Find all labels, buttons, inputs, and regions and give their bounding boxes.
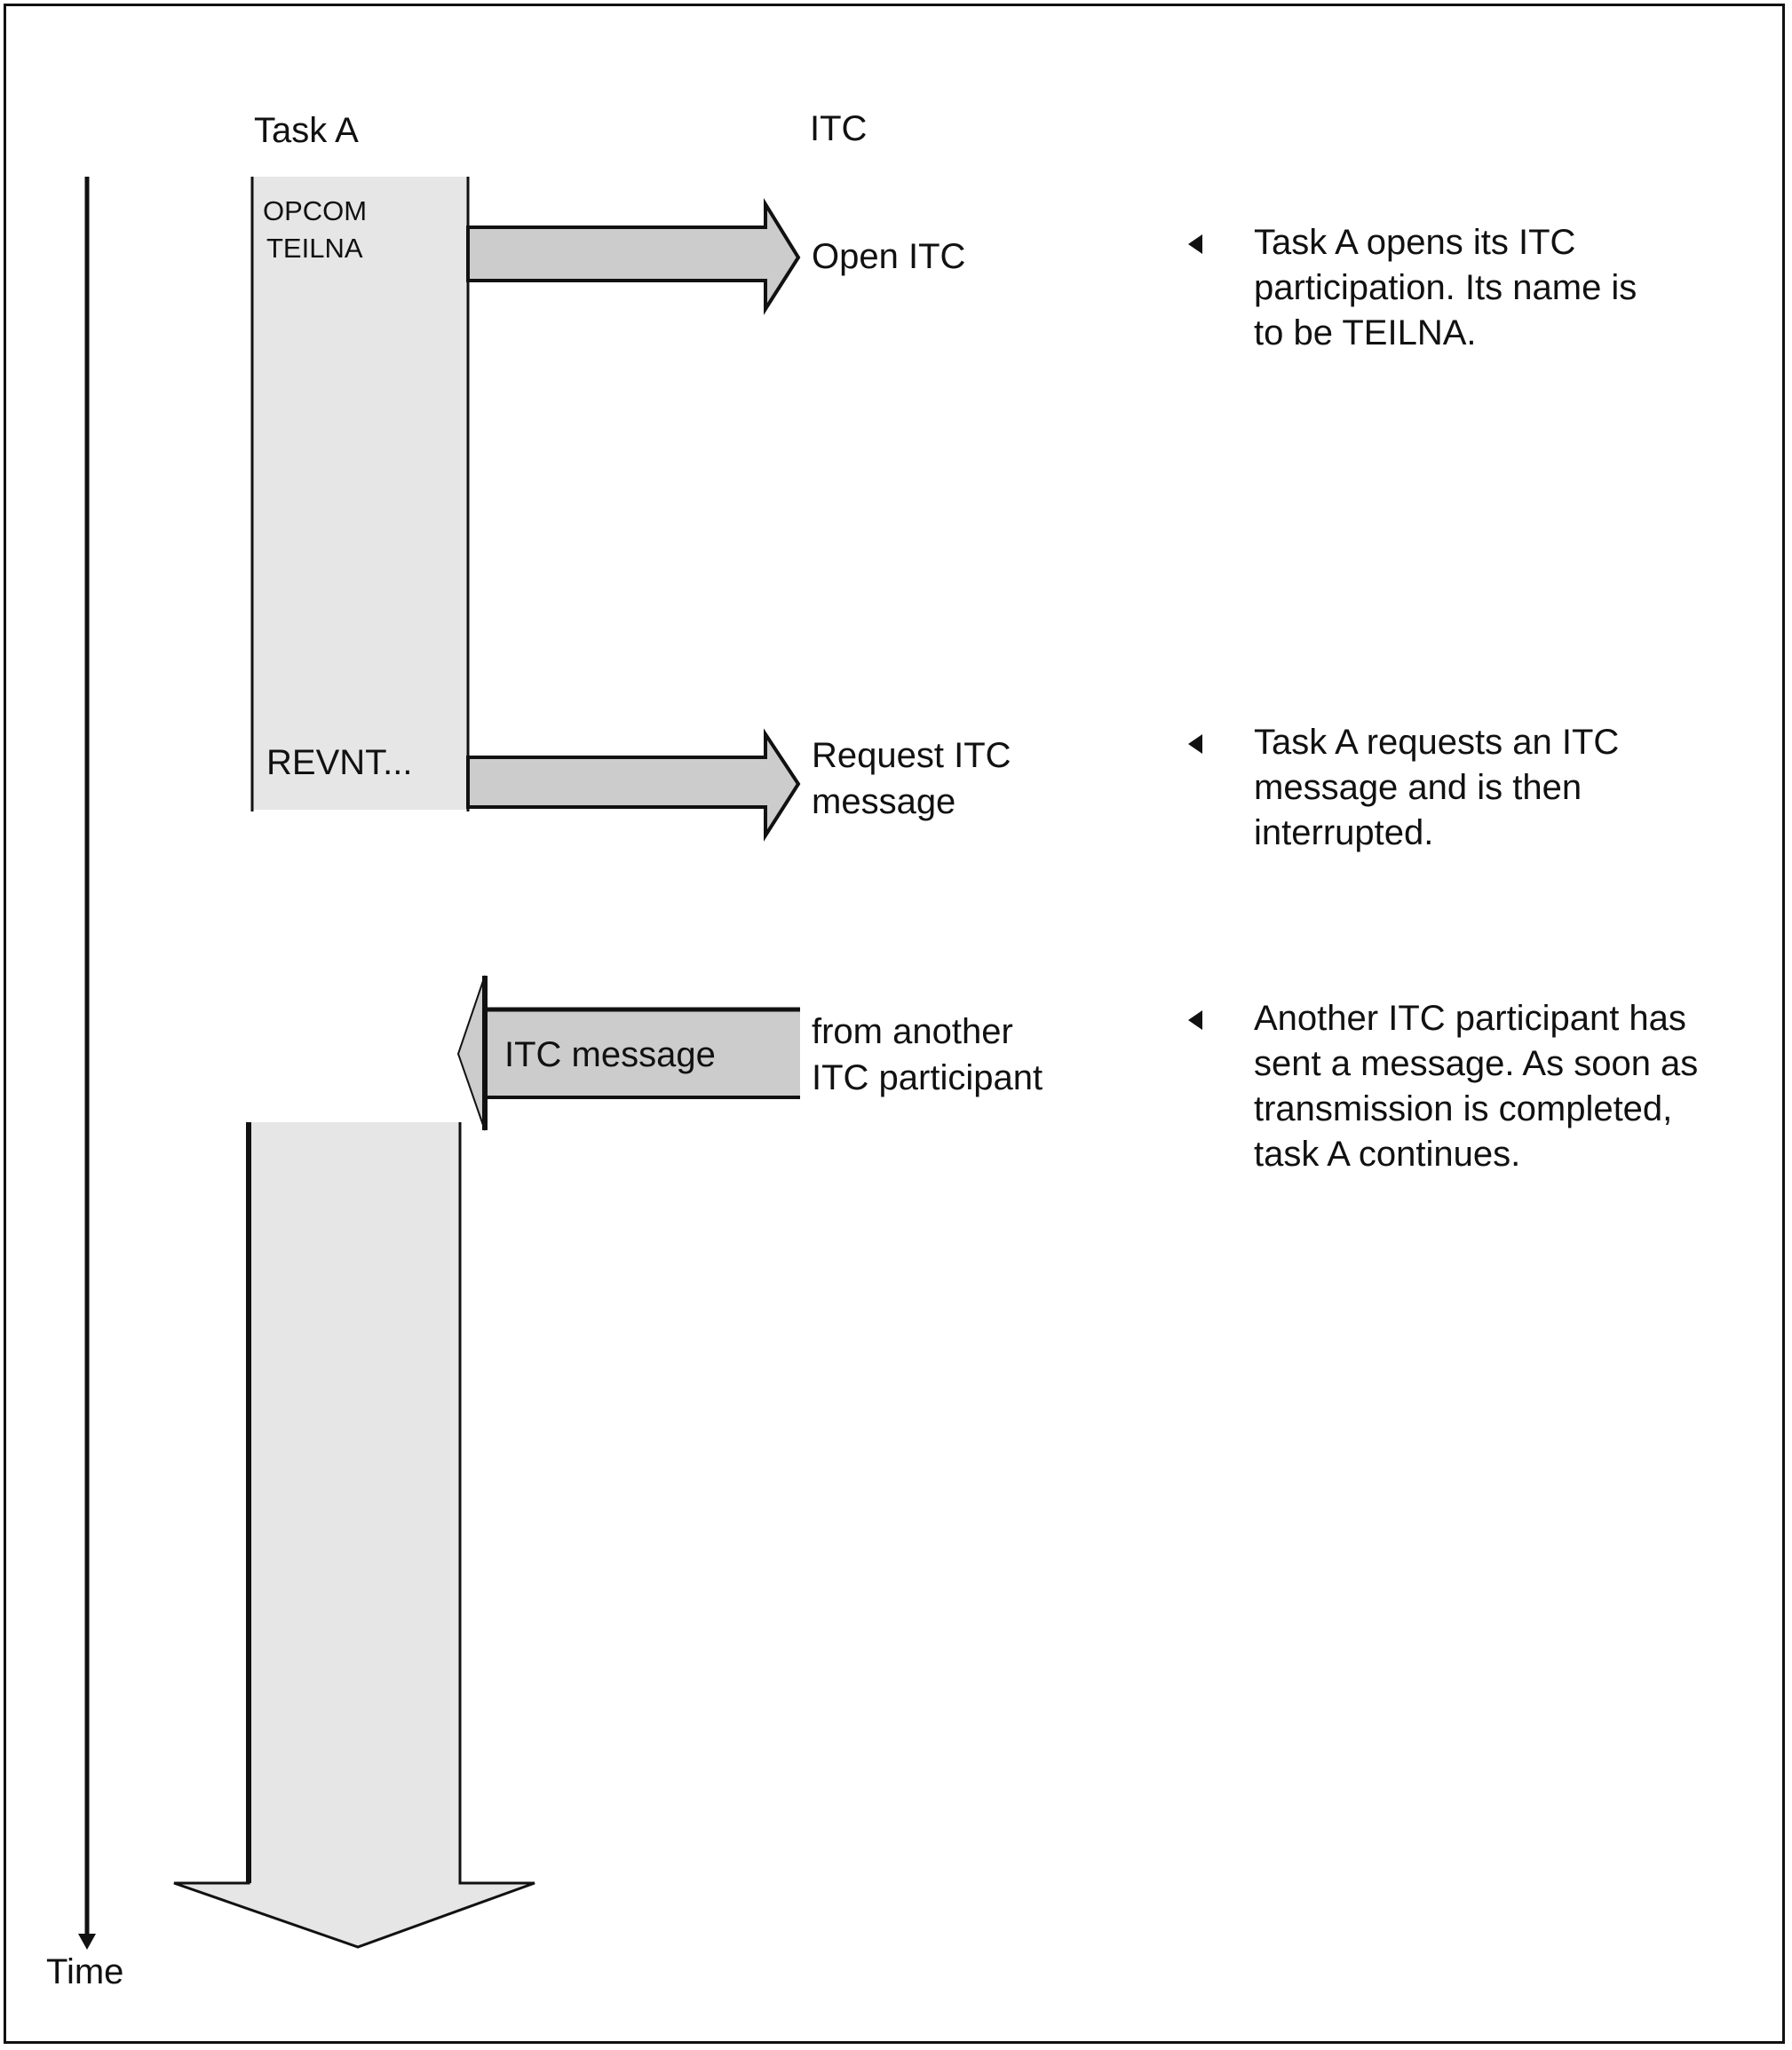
note-bullet-icon — [1188, 734, 1202, 754]
opcom-command: OPCOM — [263, 195, 368, 226]
note-line: Task A requests an ITC — [1254, 723, 1620, 762]
itc-message-arrow-body — [485, 1009, 800, 1097]
note-request: Task A requests an ITC message and is the… — [1254, 720, 1619, 856]
task-a-continue-arrow — [174, 1122, 535, 1947]
note-line: Task A opens its ITC — [1254, 223, 1576, 262]
note-line: transmission is completed, — [1254, 1089, 1673, 1128]
revnt-command: REVNT... — [266, 743, 413, 782]
note-bullet-icon — [1188, 234, 1202, 254]
note-line: Another ITC participant has — [1254, 999, 1686, 1038]
task-a-active-box — [252, 177, 468, 810]
note-line: interrupted. — [1254, 813, 1434, 852]
open-itc-arrow — [466, 197, 801, 315]
note-message: Another ITC participant has sent a messag… — [1254, 996, 1698, 1177]
diagram-frame — [4, 4, 1785, 2044]
itc-message-label: ITC message — [504, 1035, 716, 1074]
itc-message-arrowhead — [456, 975, 486, 1131]
request-itc-label-line1: Request ITC — [812, 736, 1011, 775]
note-line: sent a message. As soon as — [1254, 1044, 1699, 1083]
note-open: Task A opens its ITC participation. Its n… — [1254, 220, 1637, 356]
note-line: message and is then — [1254, 768, 1582, 807]
itc-header: ITC — [810, 109, 868, 148]
note-line: participation. Its name is — [1254, 268, 1637, 307]
teilna-operand: TEILNA — [266, 233, 363, 264]
from-label-line2: ITC participant — [812, 1058, 1043, 1097]
time-axis-arrowhead — [78, 1934, 96, 1950]
task-a-header: Task A — [254, 111, 359, 150]
from-label-line1: from another — [812, 1012, 1013, 1051]
request-itc-arrow — [466, 728, 801, 842]
note-bullet-icon — [1188, 1010, 1202, 1030]
open-itc-label: Open ITC — [812, 237, 966, 276]
note-line: to be TEILNA. — [1254, 313, 1477, 352]
note-line: task A continues. — [1254, 1135, 1521, 1174]
time-label: Time — [46, 1952, 124, 1991]
request-itc-label-line2: message — [812, 782, 956, 821]
